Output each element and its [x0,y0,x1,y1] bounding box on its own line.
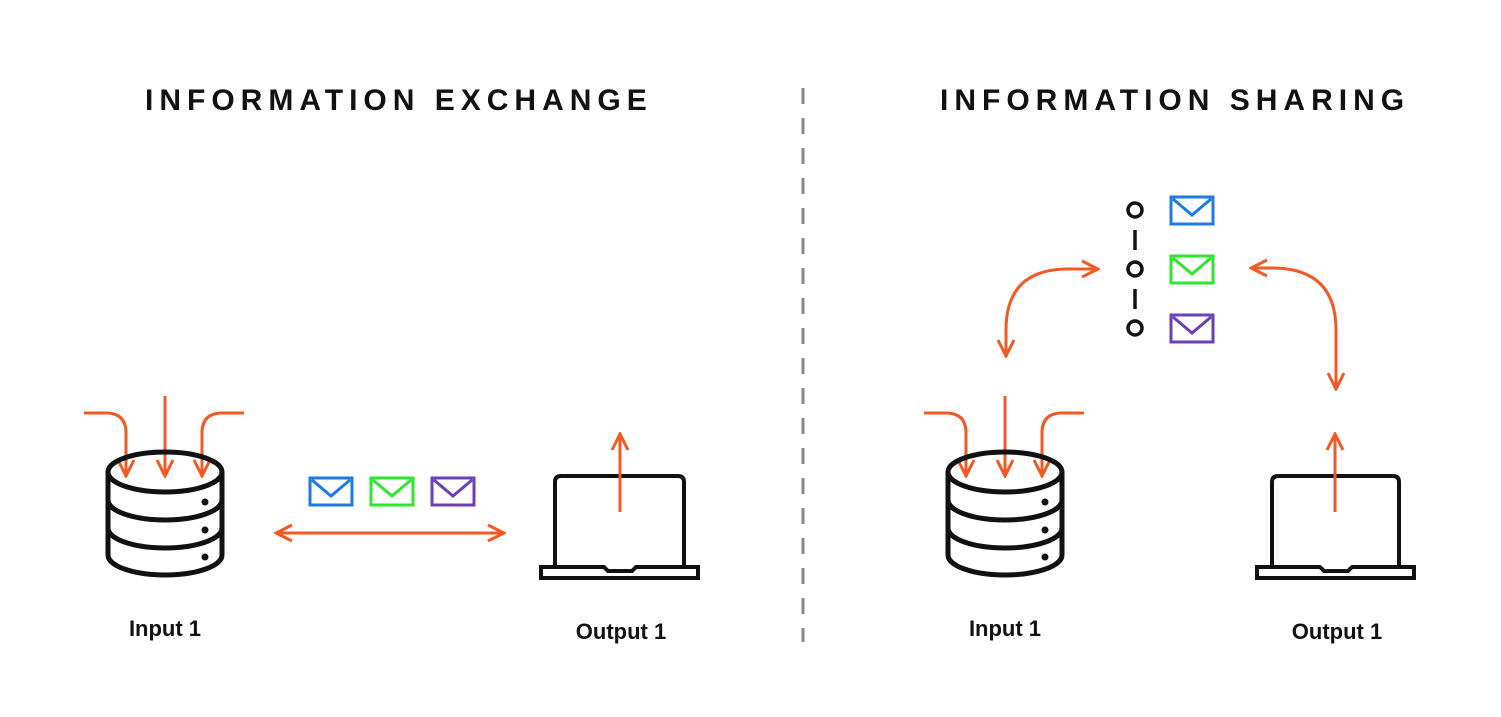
right-input-label: Input 1 [968,616,1042,641]
ledger-chain-icon [1126,201,1144,337]
left-input-arrows [84,396,244,476]
left-output-label: Output 1 [575,619,667,644]
input-ledger-curved-arrow [1006,269,1098,356]
envelope-icon [308,476,354,507]
envelope-icon [430,476,476,507]
envelope-icon [369,476,415,507]
output-ledger-curved-arrow [1251,268,1336,389]
information-sharing-title: INFORMATION SHARING [940,84,1411,117]
envelope-icon [1169,254,1215,285]
database-icon [945,449,1065,578]
right-input-arrows [924,396,1084,476]
envelope-icon [1169,195,1215,226]
envelope-icon [1169,313,1215,344]
right-output-label: Output 1 [1291,619,1383,644]
information-exchange-title: INFORMATION EXCHANGE [145,84,653,117]
left-input-label: Input 1 [128,616,202,641]
database-icon [105,449,225,578]
